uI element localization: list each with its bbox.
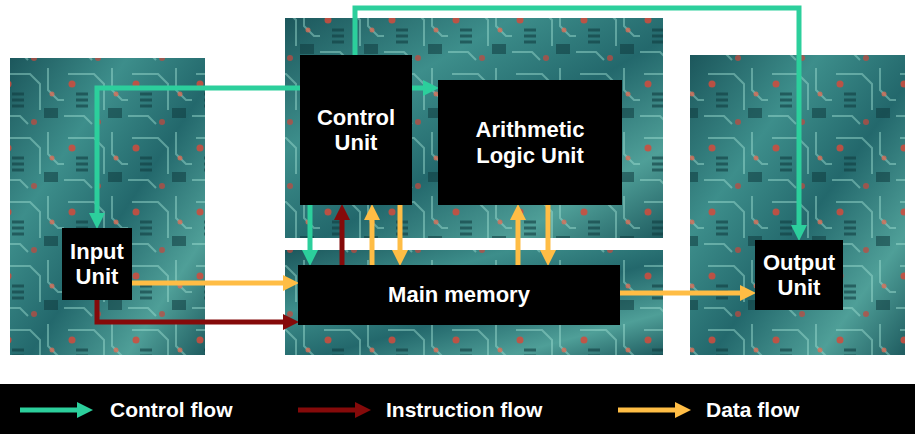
unit-label: Output Unit <box>759 250 839 301</box>
flow-arrow <box>546 205 551 250</box>
unit-box: Input Unit <box>62 228 132 300</box>
unit-box: Main memory <box>298 265 620 325</box>
circuit-texture <box>285 18 663 238</box>
legend-label: Control flow <box>110 398 232 422</box>
flow-arrow <box>308 205 313 250</box>
legend-arrow <box>618 408 675 413</box>
unit-label: Control Unit <box>304 105 408 156</box>
flow-arrow <box>370 220 375 265</box>
flow-arrow <box>620 291 740 296</box>
circuit-panel <box>285 250 663 355</box>
flow-arrow <box>412 86 423 91</box>
flow-arrow <box>398 205 403 250</box>
flow-arrow <box>97 300 283 322</box>
circuit-panel <box>285 18 663 238</box>
circuit-panel <box>10 58 205 355</box>
unit-label: Main memory <box>388 282 530 307</box>
unit-box: Output Unit <box>755 240 843 310</box>
flow-arrow <box>132 281 283 286</box>
flow-arrow <box>340 220 345 265</box>
legend-label: Instruction flow <box>386 398 542 422</box>
unit-box: Arithmetic Logic Unit <box>438 80 622 205</box>
unit-label: Input Unit <box>66 239 128 290</box>
legend-arrow <box>20 408 77 413</box>
flow-arrow <box>355 8 799 225</box>
unit-box: Control Unit <box>300 55 412 205</box>
flow-arrow <box>97 88 300 213</box>
legend-arrow <box>298 408 355 413</box>
circuit-texture <box>285 250 663 355</box>
circuit-texture <box>10 58 205 355</box>
unit-label: Arithmetic Logic Unit <box>455 117 605 168</box>
legend-label: Data flow <box>706 398 799 422</box>
flow-arrow <box>516 220 521 265</box>
legend-bar <box>0 384 915 434</box>
